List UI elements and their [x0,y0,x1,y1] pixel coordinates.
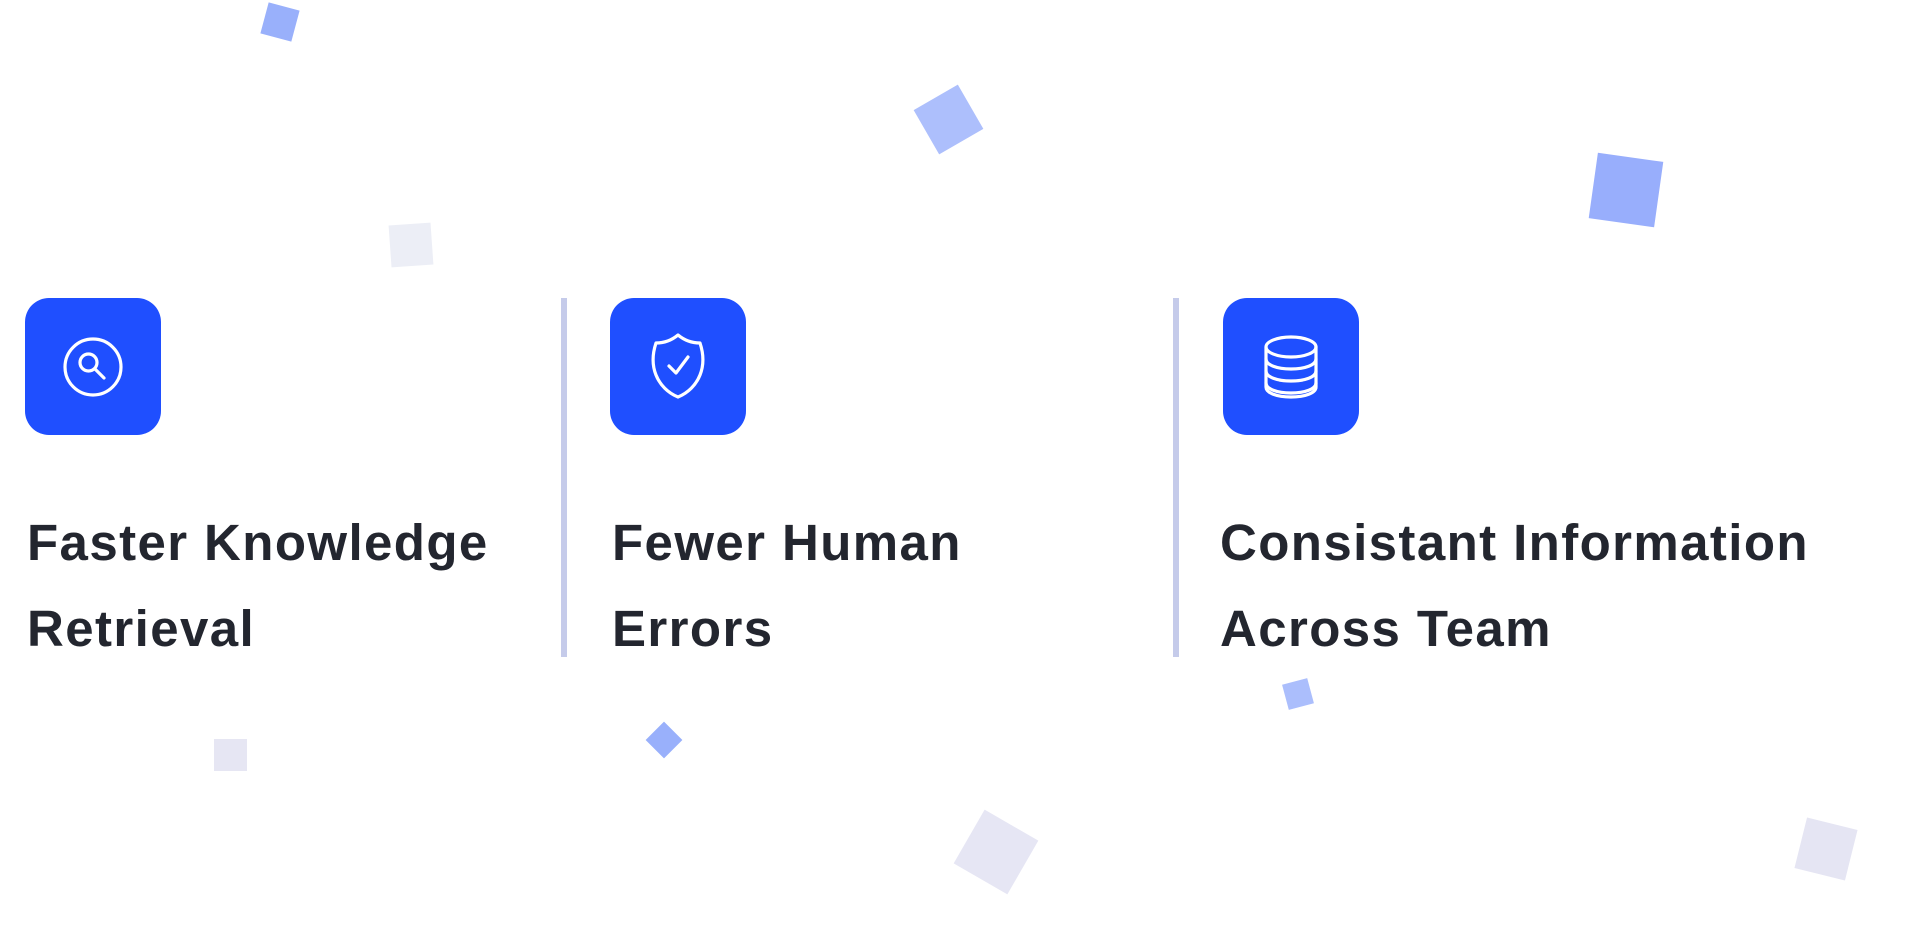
decorative-square [913,84,984,155]
feature-title: Faster Knowledge Retrieval [27,500,489,672]
feature-title-line-2: Retrieval [27,600,256,657]
feature-title-line-1: Faster Knowledge [27,514,489,571]
feature-title-line-2: Across Team [1220,600,1552,657]
decorative-square [260,2,300,42]
feature-icon-tile [25,298,161,435]
feature-icon-tile [1223,298,1359,435]
column-divider [561,298,567,657]
decorative-square [388,222,434,268]
database-icon [1261,333,1321,401]
decorative-square [214,739,247,771]
search-icon [61,335,125,399]
decorative-square [1794,817,1858,881]
feature-icon-tile [610,298,746,435]
feature-title: Consistant Information Across Team [1220,500,1809,672]
feature-title: Fewer Human Errors [612,500,962,672]
decorative-square [953,809,1039,895]
decorative-diamond [645,721,683,759]
column-divider [1173,298,1179,657]
decorative-square [1588,152,1664,228]
feature-title-line-2: Errors [612,600,774,657]
shield-check-icon [646,331,710,403]
decorative-square [1282,678,1314,710]
feature-title-line-1: Fewer Human [612,514,962,571]
feature-title-line-1: Consistant Information [1220,514,1809,571]
